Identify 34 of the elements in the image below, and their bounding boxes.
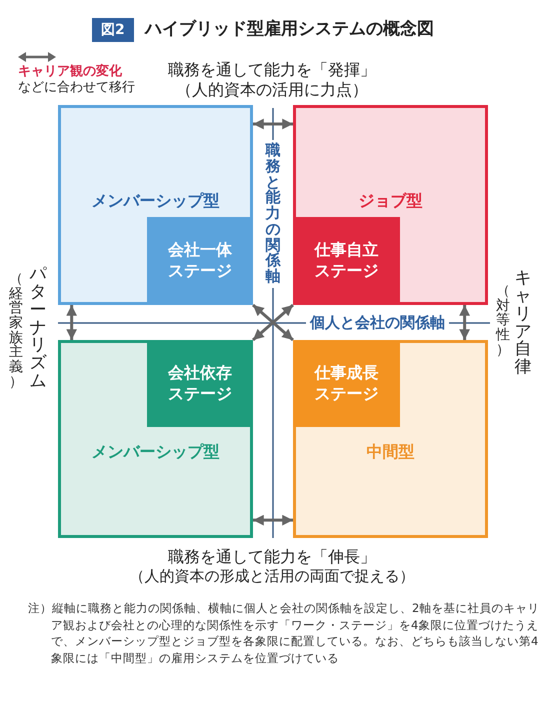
quadrant-title: メンバーシップ型	[92, 191, 220, 212]
axis-pole-label: （人的資本の活用に力点）	[176, 80, 368, 101]
stage-label: 仕事成長ステージ	[313, 362, 380, 404]
stage-panel	[293, 217, 400, 305]
figure-number-badge: 図2	[92, 18, 134, 42]
diagram-title: ハイブリッド型雇用システムの概念図	[145, 18, 434, 40]
quadrant-title: ジョブ型	[358, 191, 422, 212]
axis-pole-label: 職務を通して能力を「伸長」	[168, 547, 376, 568]
axis-label: 職務と能力の関係軸	[264, 140, 282, 288]
double-arrow	[66, 305, 78, 340]
axis-pole-label: キャリア自律	[514, 270, 532, 378]
axis-pole-label: 職務を通して能力を「発揮」	[168, 60, 376, 81]
stage-label: 仕事自立ステージ	[313, 240, 380, 282]
stage-panel	[293, 340, 400, 427]
quadrant-panel	[293, 340, 488, 538]
double-arrow	[253, 514, 293, 526]
double-arrow	[253, 118, 293, 130]
quadrant-panel	[58, 340, 253, 538]
quadrant-title: 中間型	[366, 442, 414, 463]
quadrant-title: メンバーシップ型	[92, 442, 220, 463]
footnote: 注）縦軸に職務と能力の関係軸、横軸に個人と会社の関係軸を設定し、2軸を基に社員のキャリア観および会社との心理的な関係性を示す「ワーク・ステージ」を4象限に位置づけたうえで、メンバーシップ型とジョブ型を各象限に配置している。なお、どちらも該当しない第4象限には「中間型」の雇用システムを位置づけている	[28, 600, 540, 667]
stage-label: 会社一体ステージ	[166, 240, 233, 282]
axis-pole-label: （経営家族主義）	[9, 272, 23, 390]
axis-pole-label: （人的資本の形成と活用の両面で捉える）	[130, 567, 414, 586]
stage-panel	[147, 217, 253, 305]
axis-pole-label: パターナリズム	[30, 266, 46, 391]
axis-pole-label: （対等性）	[496, 284, 510, 358]
stage-label: 会社依存ステージ	[166, 362, 233, 404]
stage-panel	[147, 340, 253, 427]
quadrant-panel	[293, 105, 488, 305]
legend-text: キャリア観の変化などに合わせて移行	[18, 64, 135, 96]
double-arrow	[459, 305, 470, 340]
axis-label: 個人と会社の関係軸	[306, 314, 449, 332]
quadrant-panel	[58, 105, 253, 305]
